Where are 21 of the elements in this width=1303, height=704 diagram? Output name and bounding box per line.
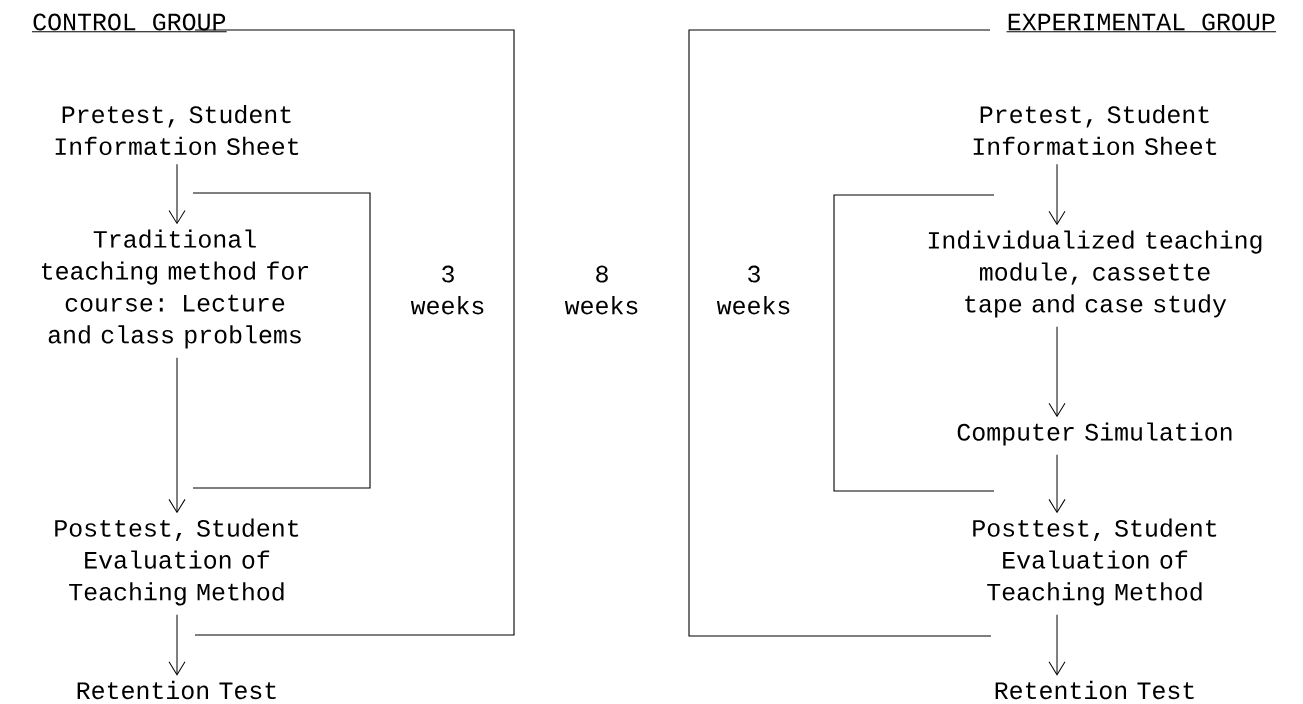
arrow [1048,326,1066,417]
arrow [168,357,186,513]
step-text: Posttest, Student Evaluation of Teaching Method [55,518,299,606]
duration-label: 3 weeks [410,265,484,315]
step-text: Pretest, Student Information Sheet [973,104,1217,156]
step-text: Posttest, Student Evaluation of Teaching Method [973,518,1217,606]
arrow [1048,614,1066,676]
step-text: Retention Test [995,680,1194,700]
heading: CONTROL GROUP [31,13,228,33]
arrow [168,614,186,676]
duration-label: 3 weeks [716,265,790,315]
arrow [168,163,186,224]
heading: EXPERIMENTAL GROUP [1006,13,1277,33]
step-text: Computer Simulation [957,422,1232,446]
duration-label: 8 weeks [564,265,638,315]
arrow [1048,163,1066,225]
step-text: Traditional teaching method for course: Lecture and class problems [41,229,309,349]
step-text: Pretest, Student Information Sheet [55,104,299,156]
step-text: Individualized teaching module, cassette tape and case study [928,230,1262,318]
step-text: Retention Test [77,680,276,700]
arrow [1048,454,1066,513]
